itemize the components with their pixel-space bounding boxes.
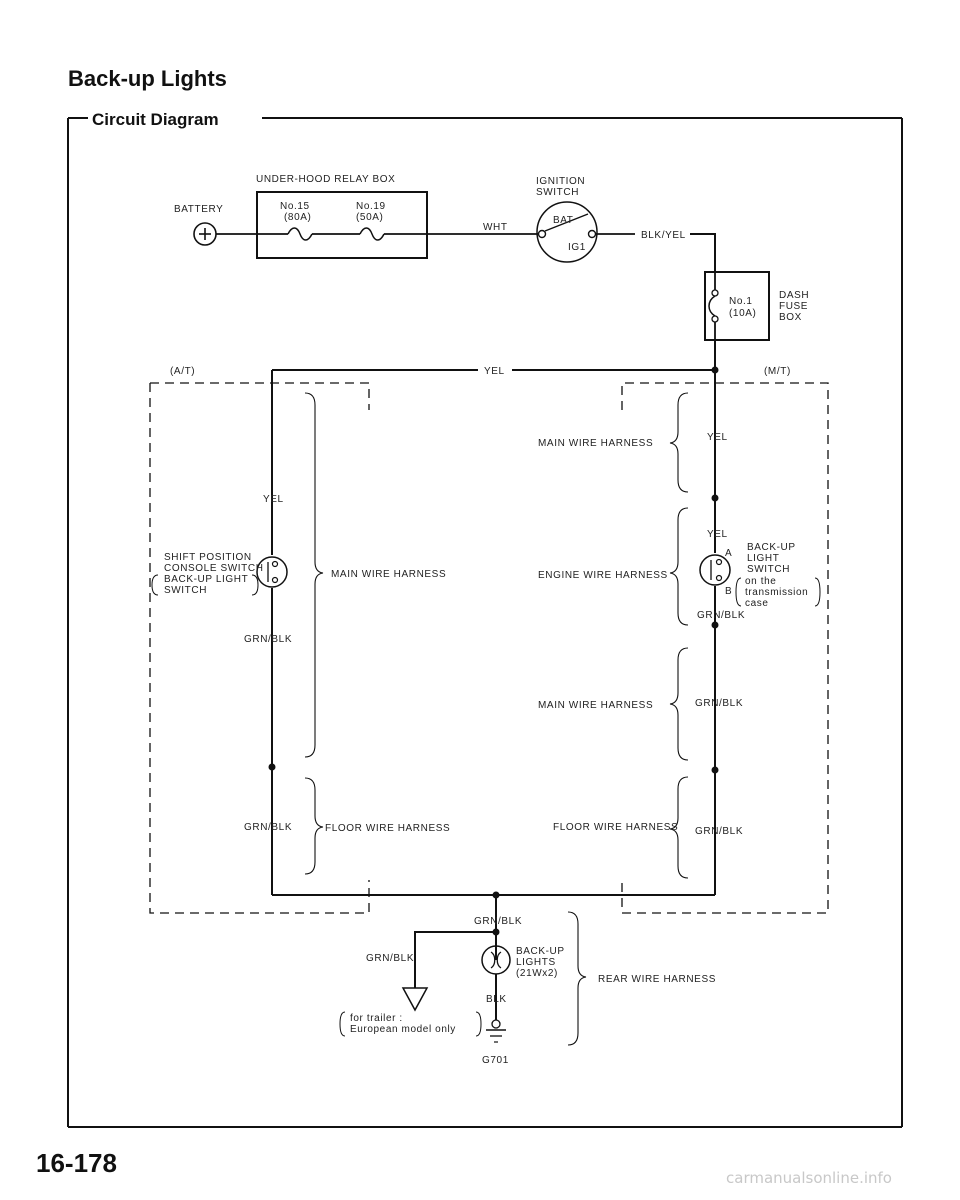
mt-main-harness-brace-1 — [669, 392, 689, 493]
fuse1-symbol — [708, 295, 716, 317]
mt-grnblk-label-3: GRN/BLK — [695, 826, 743, 837]
at-main-harness-brace — [304, 392, 324, 758]
blkyel-label: BLK/YEL — [641, 230, 686, 241]
mt-floor-harness-brace — [669, 776, 689, 879]
watermark: carmanualsonline.info — [726, 1169, 892, 1187]
at-dash-top — [150, 382, 370, 410]
at-floor-harness-label: FLOOR WIRE HARNESS — [325, 823, 450, 834]
fuse15-name: No.15 — [280, 201, 310, 212]
fuse19-name: No.19 — [356, 201, 386, 212]
lights-label-2: LIGHTS — [516, 957, 556, 968]
at-switch-label-3: BACK-UP LIGHT — [164, 574, 248, 585]
fuse15-rating: (80A) — [284, 212, 311, 223]
splice-mt-1 — [711, 494, 719, 502]
at-label: (A/T) — [170, 366, 195, 377]
blk-label: BLK — [486, 994, 507, 1005]
mt-yel-label-2: YEL — [707, 529, 728, 540]
mt-yel-label-1: YEL — [707, 432, 728, 443]
rear-harness-label: REAR WIRE HARNESS — [598, 974, 716, 985]
trailer-connector: GRN/BLK for trailer : European model onl… — [339, 931, 496, 1037]
ignition-label-1: IGNITION — [536, 176, 585, 187]
splice-at — [268, 763, 276, 771]
mt-switch-label-6: case — [745, 598, 769, 609]
at-switch-label-1: SHIFT POSITION — [164, 552, 252, 563]
yel-label: YEL — [484, 366, 505, 377]
ground-g701: G701 — [482, 1019, 509, 1066]
mt-engine-harness-label: ENGINE WIRE HARNESS — [538, 570, 668, 581]
mt-main-harness-brace-2 — [669, 647, 689, 761]
relay-box-label: UNDER-HOOD RELAY BOX — [256, 174, 395, 185]
battery: BATTERY — [174, 204, 223, 246]
ground-label: G701 — [482, 1055, 509, 1066]
at-grnblk-label-1: GRN/BLK — [244, 634, 292, 645]
wire-blkyel-b — [690, 233, 716, 272]
fuse19-rating: (50A) — [356, 212, 383, 223]
diagram-frame — [67, 117, 903, 1128]
mt-switch-label-3: SWITCH — [747, 564, 790, 575]
mt-terminal-b: B — [725, 586, 732, 597]
mt-switch-label-4: on the — [745, 576, 776, 587]
bat-terminal: BAT — [553, 215, 574, 226]
lights-label-1: BACK-UP — [516, 946, 565, 957]
trailer-note-1: for trailer : — [350, 1013, 403, 1024]
page-title: Back-up Lights — [68, 66, 227, 91]
ignition-switch: IGNITION SWITCH BAT IG1 — [536, 176, 598, 263]
bottom-grnblk-label-1: GRN/BLK — [474, 916, 522, 927]
fuse1-name: No.1 — [729, 296, 753, 307]
at-floor-harness-brace — [304, 777, 324, 875]
lights-label-3: (21Wx2) — [516, 968, 558, 979]
ig1-terminal: IG1 — [568, 242, 586, 253]
wht-label: WHT — [483, 222, 508, 233]
dash-label-1: DASH — [779, 290, 809, 301]
dash-label-2: FUSE — [779, 301, 808, 312]
bottom-grnblk-label-2: GRN/BLK — [366, 953, 414, 964]
mt-engine-harness-brace — [669, 507, 689, 626]
mt-switch-label-2: LIGHT — [747, 553, 779, 564]
mt-switch-label-1: BACK-UP — [747, 542, 796, 553]
at-switch-label-2: CONSOLE SWITCH — [164, 563, 264, 574]
mt-floor-harness-label: FLOOR WIRE HARNESS — [553, 822, 678, 833]
dash-fuse-box: No.1 (10A) DASH FUSE BOX — [704, 271, 809, 341]
splice-mt-3 — [711, 766, 719, 774]
at-yel-label: YEL — [263, 494, 284, 505]
fuse1-rating: (10A) — [729, 308, 756, 319]
mt-backup-light-switch: A B BACK-UP LIGHT SWITCH on the transmis… — [699, 542, 821, 609]
at-main-harness-label: MAIN WIRE HARNESS — [331, 569, 446, 580]
page-number: 16-178 — [36, 1148, 117, 1178]
mt-section: (M/T) YEL YEL A B BACK-UP LIGHT SWITCH o… — [538, 366, 829, 914]
splice-mt-2 — [711, 621, 719, 629]
fuse19-symbol — [359, 227, 385, 241]
trailer-note-2: European model only — [350, 1024, 456, 1035]
under-hood-relay-box: UNDER-HOOD RELAY BOX No.15 (80A) No.19 (… — [256, 174, 428, 259]
battery-label: BATTERY — [174, 204, 223, 215]
mt-dash-outline — [621, 382, 829, 914]
shift-position-console-switch: SHIFT POSITION CONSOLE SWITCH BACK-UP LI… — [151, 552, 288, 596]
mt-main-harness-label-2: MAIN WIRE HARNESS — [538, 700, 653, 711]
mt-terminal-a: A — [725, 548, 732, 559]
dash-label-3: BOX — [779, 312, 802, 323]
at-grnblk-label-2: GRN/BLK — [244, 822, 292, 833]
mt-switch-label-5: transmission — [745, 587, 808, 598]
at-switch-label-4: SWITCH — [164, 585, 207, 596]
section-title: Circuit Diagram — [92, 110, 219, 129]
at-dash-outline — [149, 383, 370, 914]
mt-label: (M/T) — [764, 366, 791, 377]
mt-grnblk-label-1: GRN/BLK — [697, 610, 745, 621]
rear-harness-brace — [567, 911, 587, 1046]
backup-lights: BACK-UP LIGHTS (21Wx2) — [481, 945, 565, 979]
ignition-label-2: SWITCH — [536, 187, 579, 198]
fuse15-symbol — [287, 227, 313, 241]
mt-main-harness-label-1: MAIN WIRE HARNESS — [538, 438, 653, 449]
at-section: (A/T) YEL SHIFT POSITION CONSOLE SWITCH … — [149, 366, 450, 914]
mt-grnblk-label-2: GRN/BLK — [695, 698, 743, 709]
